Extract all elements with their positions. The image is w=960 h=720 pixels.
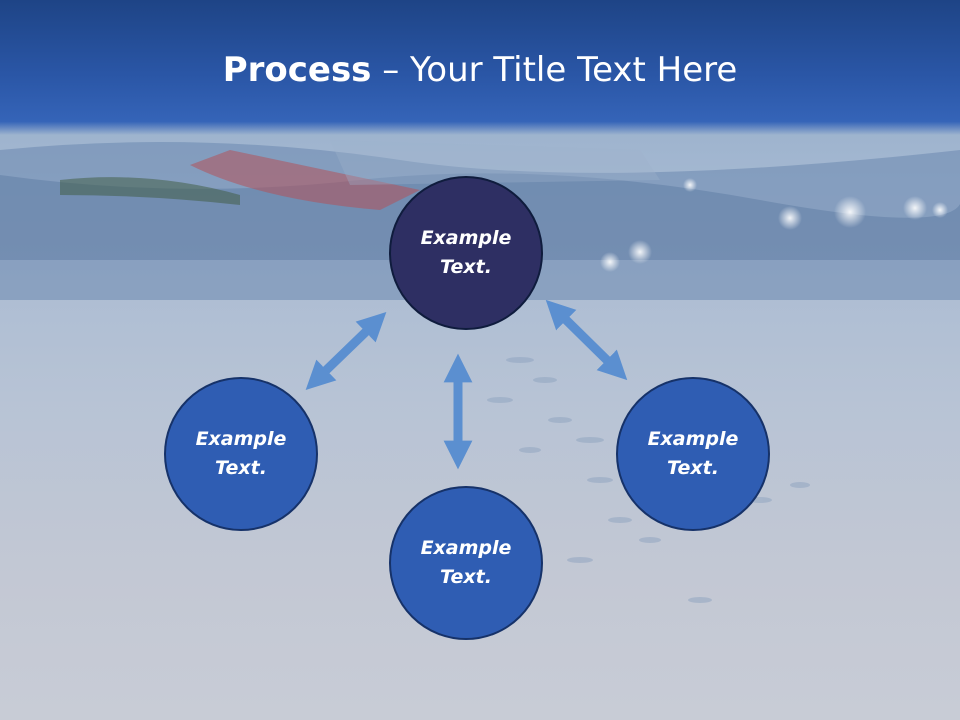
node-bottom: Example Text. bbox=[389, 486, 543, 640]
header-band bbox=[0, 0, 960, 135]
node-top-label: Example Text. bbox=[420, 227, 512, 278]
node-right: Example Text. bbox=[616, 377, 770, 531]
slide-title: Process – Your Title Text Here bbox=[0, 50, 960, 90]
title-bold: Process bbox=[222, 50, 372, 90]
node-right-label: Example Text. bbox=[647, 428, 739, 479]
title-rest: – Your Title Text Here bbox=[371, 50, 738, 90]
node-left: Example Text. bbox=[164, 377, 318, 531]
double-arrow-icon bbox=[545, 299, 628, 381]
node-bottom-label: Example Text. bbox=[420, 537, 512, 588]
node-top: Example Text. bbox=[389, 176, 543, 330]
node-left-label: Example Text. bbox=[195, 428, 287, 479]
double-arrow-icon bbox=[305, 311, 387, 391]
